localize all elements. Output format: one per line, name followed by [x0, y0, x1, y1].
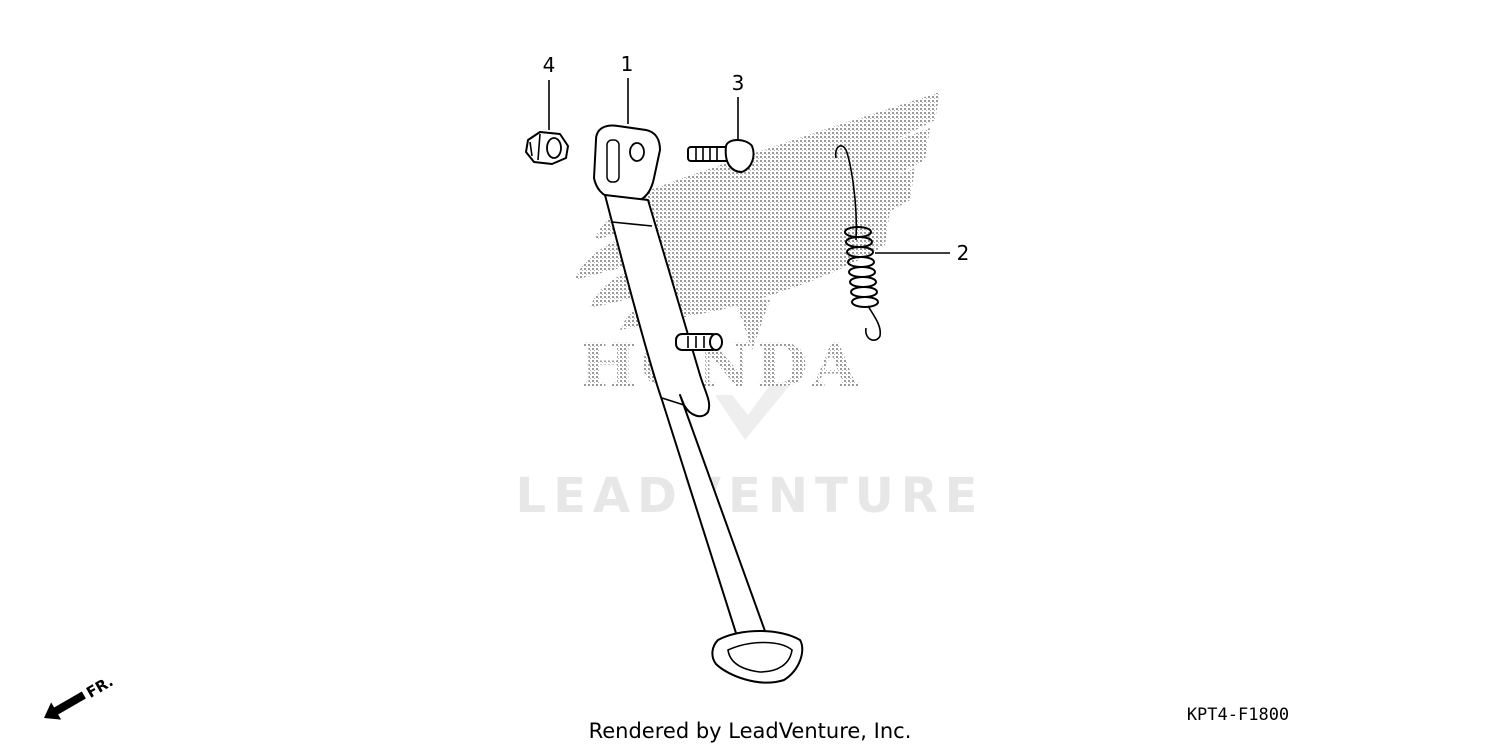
kickstand-bar	[593, 124, 804, 684]
svg-text:1: 1	[621, 52, 634, 76]
render-credit: Rendered by LeadVenture, Inc.	[589, 719, 912, 743]
callout-2: 2	[875, 241, 969, 265]
callout-3: 3	[732, 71, 745, 140]
callout-4: 4	[543, 53, 556, 130]
nut	[525, 131, 569, 165]
front-direction-label: FR.	[83, 672, 116, 701]
leadventure-watermark: LEADVENTURE	[516, 468, 985, 524]
svg-text:4: 4	[543, 53, 556, 77]
stopper-pin	[675, 333, 723, 351]
callout-1: 1	[621, 52, 634, 124]
diagram-code: KPT4-F1800	[1187, 705, 1289, 725]
svg-text:2: 2	[957, 241, 970, 265]
return-spring	[834, 145, 882, 341]
svg-text:3: 3	[732, 71, 745, 95]
front-direction-arrow-icon: FR.	[44, 672, 116, 720]
honda-wing-logo: HONDA	[575, 92, 940, 440]
pivot-bolt	[687, 139, 755, 173]
